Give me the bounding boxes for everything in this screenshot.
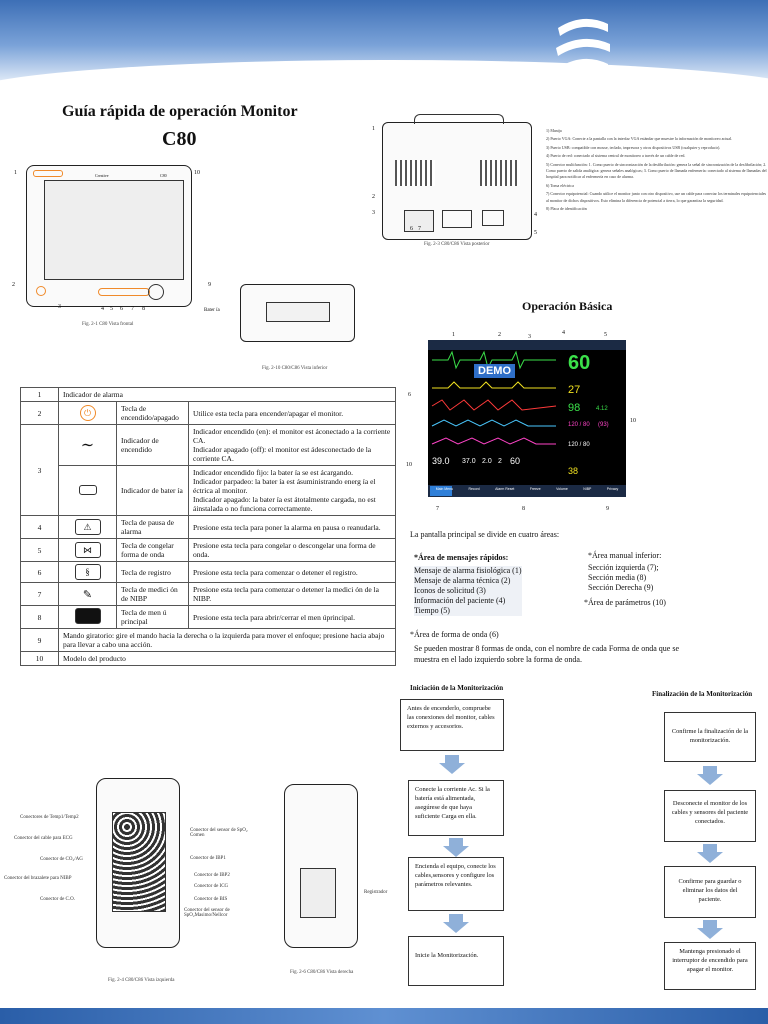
- list-item: Tiempo (5): [414, 606, 450, 615]
- area-low-list: Sección izquierda (7); Sección media (8)…: [588, 563, 659, 593]
- alarm-pause-icon: ⚠: [74, 519, 101, 535]
- note-item: 4) Puerto de red: conectado al sistema c…: [546, 153, 686, 159]
- left-caption: Fig. 2-4 C80/C86 Vista izquierda: [108, 978, 175, 983]
- end-step-1: Confirme la finalización de la monitoriz…: [664, 712, 756, 762]
- front-model: C80: [160, 173, 167, 178]
- list-item: Mensaje de alarma fisiológica (1): [414, 566, 522, 575]
- bottom-caption: Fig. 2-10 C80/C86 Vista inferior: [262, 366, 328, 371]
- footer-bar: [0, 1008, 768, 1024]
- note-item: 2) Puerto VGA: Conecte a la pantalla con…: [546, 136, 733, 142]
- table-row: 8 Tecla de men ú principal Presione esta…: [20, 605, 396, 629]
- table-row: 9 Mando giratorio: gire el mando hacia l…: [20, 628, 396, 652]
- note-item: 1) Manija: [546, 128, 562, 133]
- menu-item[interactable]: Alarm Reset: [495, 487, 515, 491]
- ac-power-icon: ∼: [80, 437, 95, 454]
- area-param: *Área de parámetros (10): [584, 598, 666, 607]
- end-step-4: Mantenga presionado el interruptor de en…: [664, 942, 756, 990]
- end-step-3: Confirme para guardar o eliminar los dat…: [664, 866, 756, 918]
- menu-item[interactable]: NIBP: [583, 487, 592, 491]
- note-item: 8) Placa de identificación: [546, 206, 587, 212]
- keys-table: 1 Indicador de alarma 2 ⏻ Tecla de encen…: [20, 387, 396, 666]
- note-item: 7) Conector equipotencial: Cuando utilic…: [546, 191, 767, 203]
- list-item: Mensaje de alarma técnica (2): [414, 576, 511, 585]
- hr-value: 60: [568, 352, 591, 374]
- table-row: 5 ⋈ Tecla de congelar forma de onda Pres…: [20, 538, 396, 562]
- record-icon: §: [74, 564, 101, 580]
- note-item: 5) Conector multifunción: 1. Como puerto…: [546, 161, 767, 180]
- areas-intro: La pantalla principal se divide en cuatr…: [410, 530, 560, 539]
- brand-logo-icon: [556, 18, 610, 76]
- table-row: Indicador de bater ía Indicador encendid…: [21, 465, 396, 516]
- table-row: 10 Modelo del producto: [20, 651, 396, 666]
- start-step-3: Encienda el equipo, conecte los cables,s…: [408, 857, 504, 911]
- list-item: Información del paciente (4): [414, 596, 506, 605]
- start-step-2: Conecte la corriente Ac. Si la batería e…: [408, 780, 504, 836]
- doc-title: Guía rápida de operación Monitor: [62, 103, 298, 120]
- area1-list: Mensaje de alarma fisiológica (1) Mensaj…: [414, 566, 522, 616]
- demo-badge: DEMO: [474, 364, 515, 378]
- menu-item[interactable]: Volume: [556, 487, 568, 491]
- end-step-2: Desconecte el monitor de los cables y se…: [664, 790, 756, 842]
- menu-item[interactable]: Record: [468, 487, 480, 491]
- header-banner: [0, 0, 768, 130]
- right-caption: Fig. 2-6 C80/C86 Vista derecha: [290, 970, 354, 975]
- table-row: 4 ⚠ Tecla de pausa de alarma Presione es…: [20, 515, 396, 539]
- area-low-title: *Área manual inferior:: [588, 551, 662, 560]
- monitor-screen: DEMO 60 27 98 4.12 120 / 80 (93) 120 / 8…: [428, 340, 626, 497]
- menu-icon: [74, 608, 101, 624]
- table-row: 3 ∼ Indicador de encendido Indicador enc…: [20, 424, 396, 516]
- table-row: 1 Indicador de alarma: [20, 387, 396, 402]
- start-step-4: Inicie la Monitorización.: [408, 936, 504, 986]
- note-item: 6) Toma eléctrica: [546, 182, 574, 188]
- table-row: 6 § Tecla de registro Presione esta tecl…: [20, 561, 396, 583]
- list-item: Sección Derecha (9): [588, 583, 654, 592]
- basic-title: Operación Básica: [522, 299, 613, 313]
- list-item: Sección media (8): [588, 573, 647, 582]
- doc-model: C80: [162, 128, 197, 150]
- power-icon: ⏻: [79, 405, 96, 421]
- rear-caption: Fig. 2-3 C80/C86 Vista posterior: [424, 242, 490, 247]
- waveforms: [428, 340, 626, 497]
- area-wave-title: *Área de forma de onda (6): [410, 630, 499, 639]
- list-item: Sección izquierda (7);: [588, 563, 659, 572]
- menu-item[interactable]: Freeze: [529, 487, 541, 491]
- start-step-1: Antes de encenderlo, compruebe las conex…: [400, 699, 504, 751]
- menu-item[interactable]: Privacy: [606, 487, 619, 491]
- nibp-cuff-icon: ✎: [82, 588, 93, 601]
- menu-item[interactable]: Main Menu: [435, 487, 454, 491]
- screen-menu-bar: Main Menu Record Alarm Reset Freeze Volu…: [428, 487, 626, 491]
- note-item: 3) Puerto USB: compatible con mouse, tec…: [546, 144, 721, 150]
- table-row: 2 ⏻ Tecla de encendido/apagado Utilice e…: [20, 401, 396, 425]
- table-row: 7 ✎ Tecla de medici ón de NIBP Presione …: [20, 582, 396, 606]
- front-brand: Creative: [95, 173, 109, 178]
- end-title: Finalización de la Monitorización: [652, 690, 753, 698]
- area1-title: *Área de mensajes rápidos:: [414, 553, 509, 562]
- rear-notes: 1) Manija 2) Puerto VGA: Conecte a la pa…: [546, 128, 768, 214]
- list-item: Iconos de solicitud (3): [414, 586, 486, 595]
- start-title: Iniciación de la Monitorización: [410, 684, 504, 692]
- area-wave-text: Se pueden mostrar 8 formas de onda, con …: [414, 644, 680, 664]
- front-caption: Fig. 2-1 C80 Vista frontal: [82, 322, 134, 327]
- recorder-label: Registrador: [364, 890, 388, 895]
- battery-label: Bater ía: [204, 308, 220, 313]
- battery-icon: [78, 484, 97, 495]
- freeze-icon: ⋈: [74, 542, 101, 558]
